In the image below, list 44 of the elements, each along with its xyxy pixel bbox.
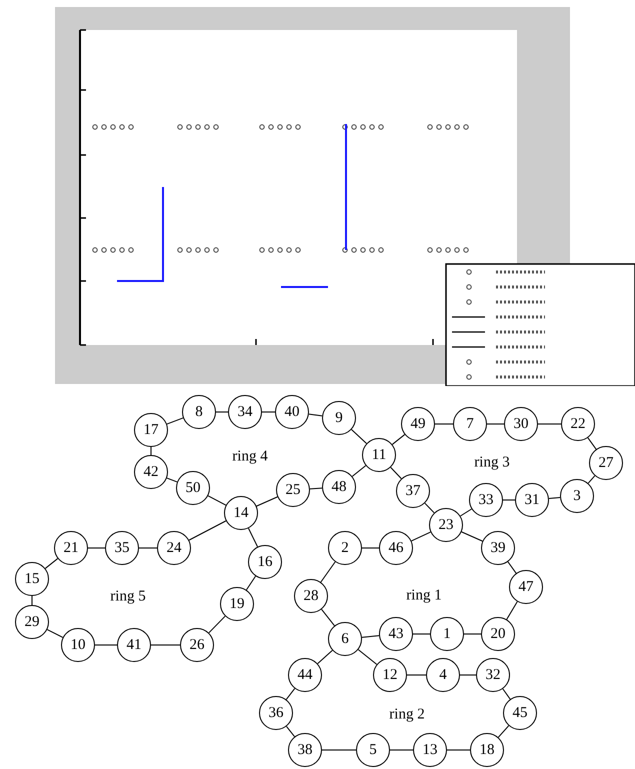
connector-line <box>548 497 561 499</box>
ring-label: ring 5 <box>110 590 146 604</box>
connector-line <box>502 688 511 700</box>
connector-line <box>94 644 118 646</box>
connector-line <box>350 429 368 444</box>
connector-line <box>44 558 58 569</box>
connector-line <box>150 644 180 646</box>
connector-line <box>166 478 178 482</box>
ring-label: ring 4 <box>232 450 268 464</box>
connector-line <box>361 635 380 638</box>
connector-line <box>498 725 510 738</box>
connector-line <box>321 608 335 626</box>
connector-line <box>410 532 432 542</box>
connector-line <box>150 446 152 456</box>
connector-line <box>309 488 323 490</box>
connector-line <box>460 674 476 676</box>
connector-line <box>256 496 278 507</box>
connector-line <box>507 561 517 574</box>
connector-line <box>392 434 406 445</box>
connector-line <box>308 414 323 416</box>
connector-line <box>320 561 336 583</box>
connector-line <box>460 508 472 516</box>
connector-line <box>188 520 226 541</box>
ring-label: ring 2 <box>389 708 425 722</box>
connector-line <box>208 616 226 634</box>
connector-line <box>166 417 184 425</box>
connector-line <box>588 475 596 484</box>
connector-line <box>358 649 378 665</box>
connector-line <box>246 576 256 590</box>
connector-line <box>248 528 258 548</box>
ring-label: ring 3 <box>474 456 510 470</box>
connector-line <box>406 674 426 676</box>
connector-line <box>352 465 366 477</box>
connector-line <box>390 466 402 480</box>
connector-line <box>208 495 226 506</box>
connector-line <box>317 650 333 664</box>
connector-line <box>506 601 518 620</box>
ring-label: ring 1 <box>406 588 442 604</box>
connector-line <box>587 437 597 450</box>
connector-line <box>46 629 64 638</box>
connector-line <box>286 688 296 700</box>
connector-line <box>286 726 296 738</box>
connector-line <box>424 502 435 514</box>
connector-line <box>461 531 483 542</box>
